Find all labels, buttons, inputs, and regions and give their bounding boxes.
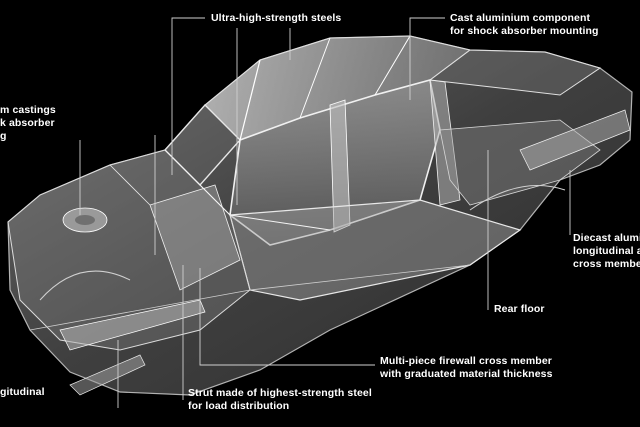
label-line: Ultra-high-strength steels bbox=[211, 12, 342, 24]
label-rear-floor: Rear floor bbox=[494, 303, 545, 316]
label-firewall-cross-member: Multi-piece firewall cross member with g… bbox=[380, 355, 553, 381]
label-line: Multi-piece firewall cross member bbox=[380, 355, 552, 367]
label-aluminium-castings: m castings k absorber g bbox=[0, 104, 56, 143]
leader-cast-aluminium bbox=[409, 17, 445, 100]
car-body-shell bbox=[7, 35, 633, 396]
leader-firewall bbox=[199, 268, 375, 366]
label-line: k absorber bbox=[0, 117, 55, 129]
label-cast-aluminium-component: Cast aluminium component for shock absor… bbox=[450, 12, 599, 38]
label-line: for shock absorber mounting bbox=[450, 25, 599, 37]
label-line: with graduated material thickness bbox=[380, 368, 553, 380]
label-line: m castings bbox=[0, 104, 56, 116]
label-line: cross members bbox=[573, 258, 640, 270]
leader-lines bbox=[79, 17, 571, 408]
label-line: Rear floor bbox=[494, 303, 545, 315]
label-line: longitudinal and bbox=[573, 245, 640, 257]
label-line: Diecast alumini bbox=[573, 232, 640, 244]
label-ultra-high-strength-steels: Ultra-high-strength steels bbox=[211, 12, 341, 25]
label-line: g bbox=[0, 130, 7, 142]
label-longitudinal: gitudinal bbox=[0, 386, 45, 399]
leader-ultra-high-strength bbox=[171, 17, 205, 175]
label-line: Strut made of highest-strength steel bbox=[188, 387, 372, 399]
label-line: gitudinal bbox=[0, 386, 45, 398]
label-line: Cast aluminium component bbox=[450, 12, 591, 24]
label-strut: Strut made of highest-strength steel for… bbox=[188, 387, 372, 413]
label-diecast-aluminium: Diecast alumini longitudinal and cross m… bbox=[573, 232, 640, 271]
label-line: for load distribution bbox=[188, 400, 290, 412]
